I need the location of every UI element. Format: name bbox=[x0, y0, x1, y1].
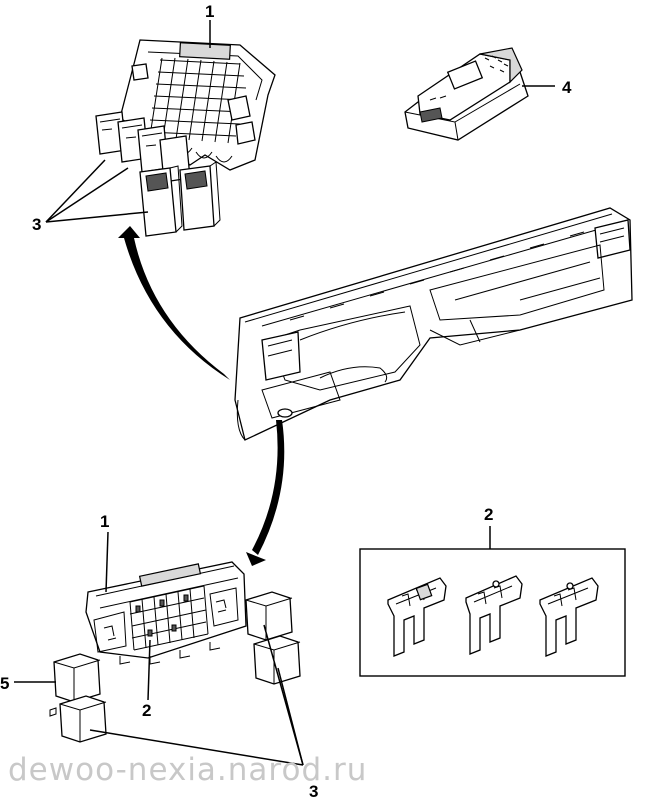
fuses-inset bbox=[359, 526, 626, 677]
callout-5: 5 bbox=[0, 674, 9, 693]
callout-3-top-leaders bbox=[45, 159, 149, 223]
blade-fuse-2 bbox=[465, 575, 523, 655]
callout-2-bottom: 2 bbox=[142, 701, 151, 720]
blade-fuse-1 bbox=[387, 577, 447, 657]
arrow-to-upper-block bbox=[118, 226, 230, 380]
instrument-panel bbox=[234, 207, 633, 441]
lower-block-fuse-grid bbox=[129, 585, 209, 651]
upper-block-grid bbox=[147, 57, 247, 144]
callout-1-bottom-leader bbox=[105, 531, 109, 593]
watermark-text: dewoo-nexia.narod.ru bbox=[8, 752, 367, 788]
callout-1-top: 1 bbox=[205, 2, 214, 21]
callout-3-top: 3 bbox=[32, 215, 41, 234]
arrow-to-lower-block bbox=[246, 420, 285, 566]
callout-3-bottom-leaders bbox=[89, 624, 304, 766]
upper-relays bbox=[95, 111, 221, 237]
callout-1-bottom: 1 bbox=[100, 512, 109, 531]
control-module bbox=[404, 47, 529, 141]
callout-2-bottom-leader bbox=[147, 639, 151, 701]
callout-2-fuses: 2 bbox=[484, 505, 493, 524]
callout-4: 4 bbox=[562, 78, 572, 97]
callout-3-bottom: 3 bbox=[309, 782, 318, 800]
blade-fuse-3 bbox=[539, 577, 599, 657]
lower-fuse-block bbox=[85, 561, 247, 665]
